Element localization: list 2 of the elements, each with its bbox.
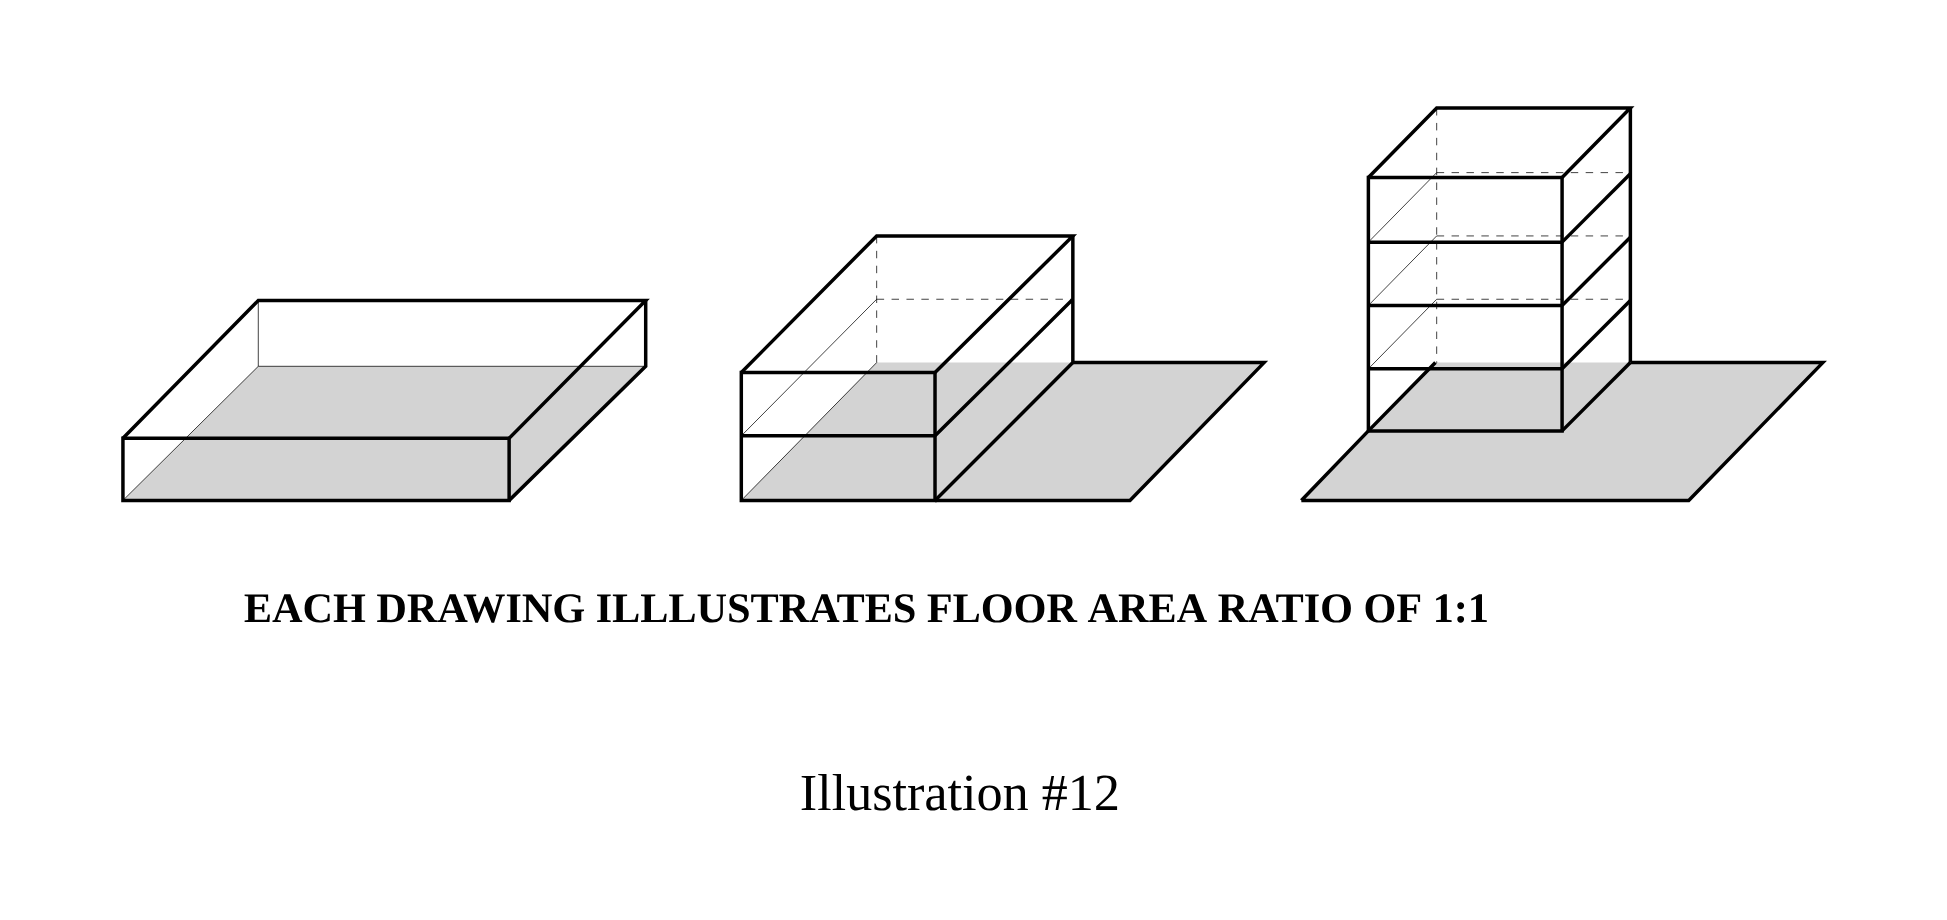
caption: Illustration #12 (801, 773, 1118, 811)
note-text: EACH DRAWING ILLLUSTRATES FLOOR AREA RATIO OF 1:1 (244, 594, 1487, 623)
